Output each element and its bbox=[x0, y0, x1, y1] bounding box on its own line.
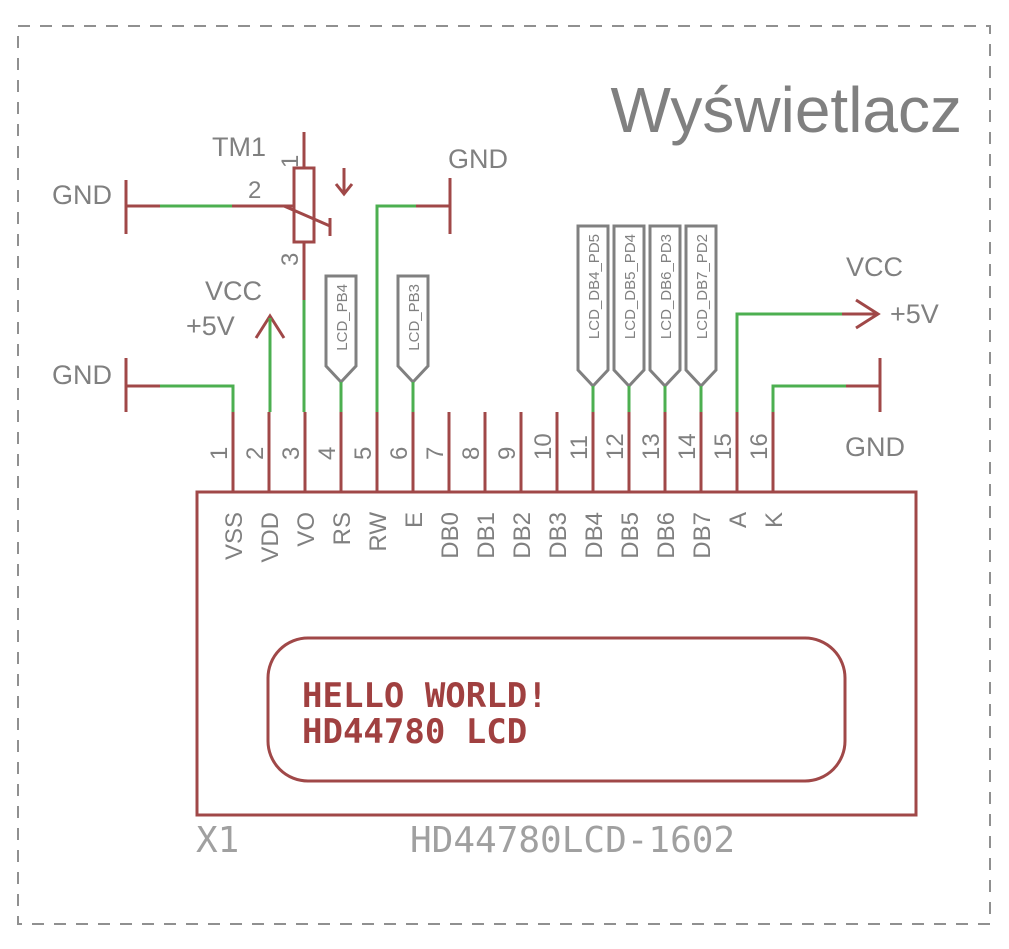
pin-number-4: 4 bbox=[314, 447, 341, 460]
net-flag-label-lcd_db4_pd5: LCD_DB4_PD5 bbox=[586, 234, 603, 339]
pin-name-db1: DB1 bbox=[473, 512, 500, 559]
wire-vcc-a bbox=[735, 312, 842, 412]
pin-name-db5: DB5 bbox=[617, 512, 644, 559]
pin-name-vdd: VDD bbox=[257, 512, 284, 563]
pin-name-k: K bbox=[761, 512, 788, 528]
pin-number-16: 16 bbox=[746, 433, 773, 460]
net-flags: LCD_PB4 LCD_PB3 LCD_DB4_PD5 LCD_DB5_PD4 LCD_… bbox=[324, 224, 718, 412]
potentiometer-body bbox=[292, 166, 316, 244]
net-flag-lcd_db4_pd5 bbox=[576, 224, 610, 389]
lcd-screen bbox=[266, 636, 847, 783]
pot-ref-label: TM1 bbox=[212, 132, 266, 162]
pin-number-14: 14 bbox=[674, 433, 701, 460]
pin-name-vo: VO bbox=[293, 512, 320, 547]
pin-number-5: 5 bbox=[350, 447, 377, 460]
net-flag-label-lcd_db5_pd4: LCD_DB5_PD4 bbox=[622, 234, 639, 339]
pin-name-a: A bbox=[725, 512, 752, 528]
vcc-label-right: VCC bbox=[846, 252, 903, 282]
gnd-label-top-center: GND bbox=[448, 144, 508, 174]
pot-pin3-label: 3 bbox=[277, 253, 304, 266]
gnd-label-left: GND bbox=[52, 360, 112, 390]
pin-name-db6: DB6 bbox=[653, 512, 680, 559]
component-value: HD44780LCD-1602 bbox=[410, 820, 735, 861]
sheet-title: Wyświetlacz bbox=[611, 74, 962, 146]
pin-number-8: 8 bbox=[458, 447, 485, 460]
pin-name-rw: RW bbox=[365, 512, 392, 552]
v5-label-left: +5V bbox=[186, 311, 235, 341]
pin-number-2: 2 bbox=[242, 447, 269, 460]
lcd-line-1: HELLO WORLD! bbox=[302, 676, 548, 716]
net-flag-label-lcd_pb3: LCD_PB3 bbox=[406, 284, 423, 351]
net-flag-label-lcd_db6_pd3: LCD_DB6_PD3 bbox=[658, 234, 675, 339]
pot-pin1-label: 1 bbox=[277, 155, 304, 168]
net-flag-lcd_pb4 bbox=[324, 274, 358, 385]
pin-number-3: 3 bbox=[278, 447, 305, 460]
pin-name-db7: DB7 bbox=[689, 512, 716, 559]
vcc-label-left: VCC bbox=[205, 276, 262, 306]
gnd-label-right: GND bbox=[845, 432, 905, 462]
v5-label-right: +5V bbox=[890, 299, 939, 329]
pin-name-db0: DB0 bbox=[437, 512, 464, 559]
net-flag-lcd_db6_pd3 bbox=[648, 224, 682, 389]
net-flag-lcd_db7_pd2 bbox=[684, 224, 718, 389]
pin-number-6: 6 bbox=[386, 447, 413, 460]
pin-name-rs: RS bbox=[329, 512, 356, 545]
lcd-line-2: HD44780 LCD bbox=[302, 712, 527, 752]
pin-name-db4: DB4 bbox=[581, 512, 608, 559]
pin-name-db2: DB2 bbox=[509, 512, 536, 559]
pin-name-e: E bbox=[401, 512, 428, 528]
pin-name-db3: DB3 bbox=[545, 512, 572, 559]
sheet-frame bbox=[17, 25, 991, 925]
pin-number-10: 10 bbox=[530, 433, 557, 460]
gnd-label-top-left: GND bbox=[52, 180, 112, 210]
net-flag-lcd_pb3 bbox=[396, 274, 430, 385]
wire-gnd-k bbox=[771, 384, 846, 412]
pin-number-11: 11 bbox=[566, 435, 593, 460]
pot-pin2-label: 2 bbox=[248, 177, 261, 204]
vcc-arrow-right-icon bbox=[855, 298, 881, 330]
pin-number-7: 7 bbox=[422, 447, 449, 460]
vcc-arrow-left-icon bbox=[254, 313, 286, 339]
pin-number-13: 13 bbox=[638, 433, 665, 460]
pin-number-1: 1 bbox=[206, 447, 233, 460]
pin-name-vss: VSS bbox=[221, 512, 248, 560]
net-flag-lcd_db5_pd4 bbox=[612, 224, 646, 389]
wire-gnd-rw bbox=[375, 204, 416, 412]
pin-number-15: 15 bbox=[710, 433, 737, 460]
pin-number-12: 12 bbox=[602, 433, 629, 460]
component-ref: X1 bbox=[196, 820, 239, 861]
pin-number-9: 9 bbox=[494, 447, 521, 460]
net-flag-label-lcd_db7_pd2: LCD_DB7_PD2 bbox=[694, 234, 711, 339]
net-flag-label-lcd_pb4: LCD_PB4 bbox=[334, 284, 351, 351]
wire-gnd-vss bbox=[160, 384, 235, 412]
